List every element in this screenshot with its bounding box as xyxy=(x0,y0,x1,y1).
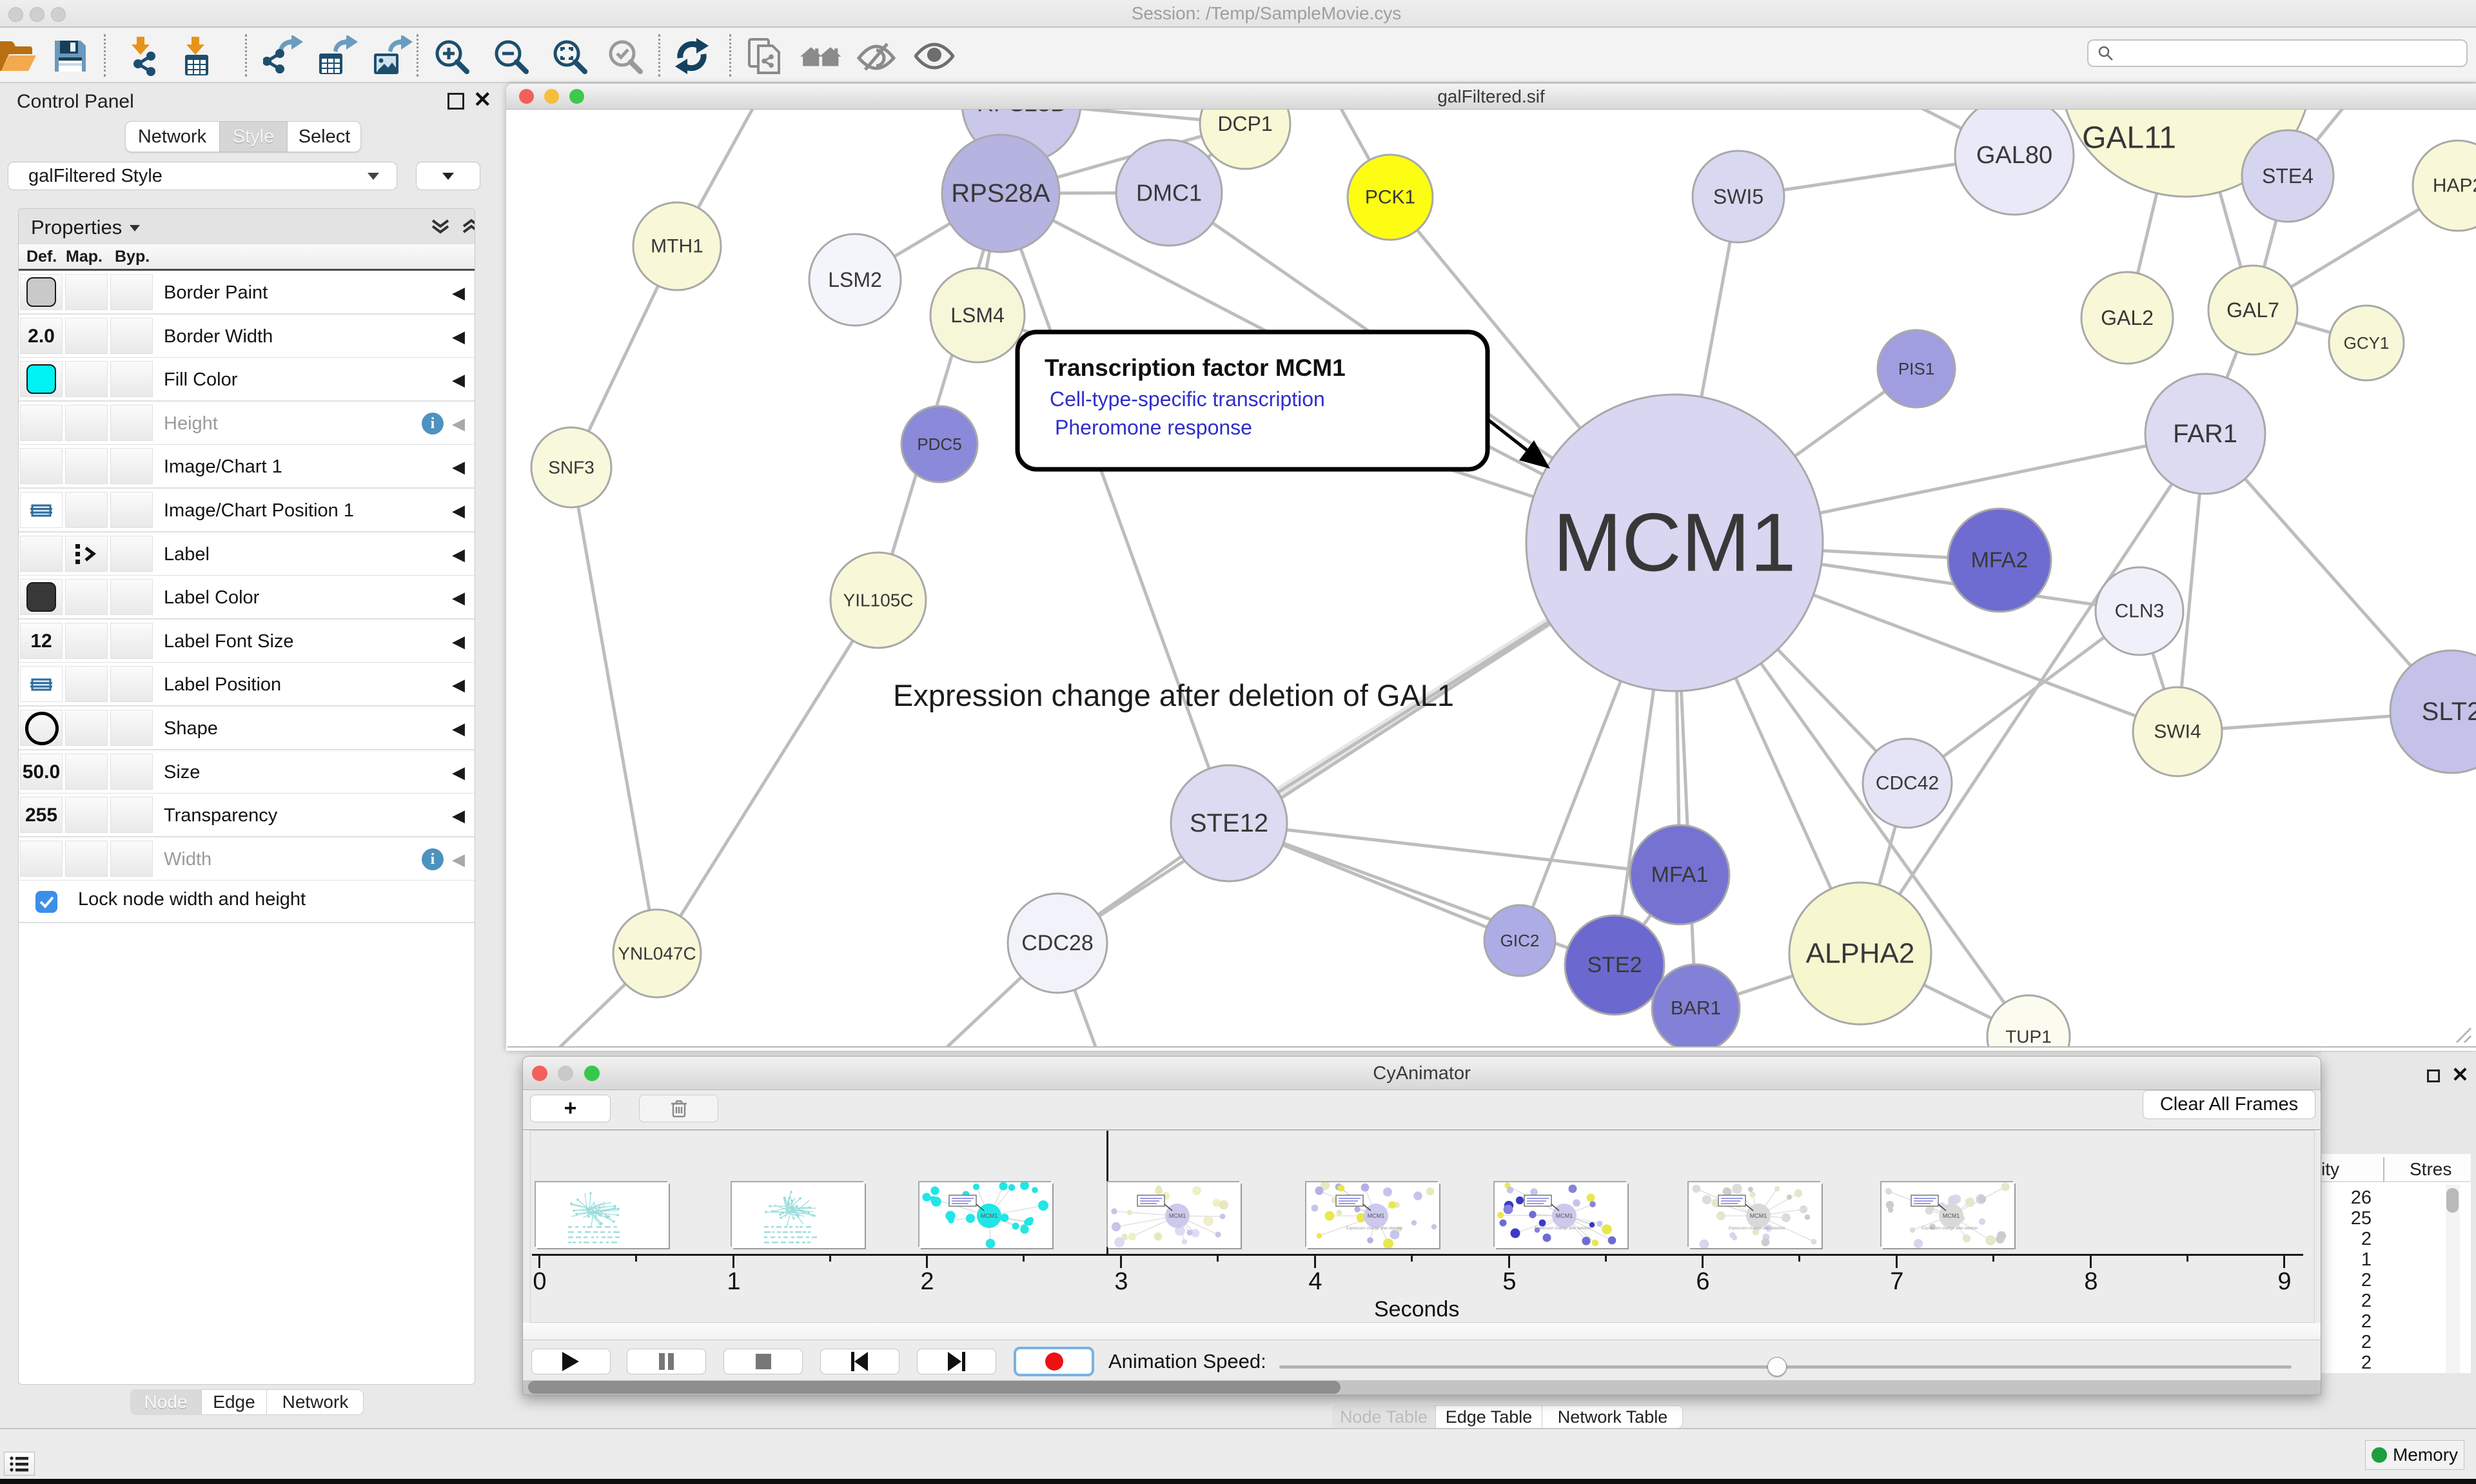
svg-text:GAL11: GAL11 xyxy=(2082,121,2176,155)
svg-text:HAP2: HAP2 xyxy=(2433,175,2476,197)
svg-text:Expression change after deleti: Expression change after deletion xyxy=(1346,1227,1402,1231)
svg-text:Expression change after deleti: Expression change after deletion xyxy=(1729,1227,1785,1231)
svg-text:PIS1: PIS1 xyxy=(1898,359,1934,378)
svg-text:CDC28: CDC28 xyxy=(1021,931,1093,955)
svg-text:RPS28B: RPS28B xyxy=(977,110,1066,117)
svg-text:ALPHA2: ALPHA2 xyxy=(1806,938,1915,970)
svg-text:TUP1: TUP1 xyxy=(2005,1027,2052,1047)
svg-text:STE2: STE2 xyxy=(1587,953,1642,977)
svg-text:MCM1: MCM1 xyxy=(1943,1213,1960,1219)
svg-text:MCM1: MCM1 xyxy=(1169,1213,1186,1219)
svg-text:MCM1: MCM1 xyxy=(981,1213,998,1219)
svg-text:MCM1: MCM1 xyxy=(1750,1213,1767,1219)
svg-text:PCK1: PCK1 xyxy=(1365,187,1415,208)
svg-text:GCY1: GCY1 xyxy=(2344,333,2390,353)
svg-text:SLT2: SLT2 xyxy=(2422,698,2476,726)
svg-text:Transcription factor MCM1: Transcription factor MCM1 xyxy=(1045,355,1346,381)
svg-text:GAL2: GAL2 xyxy=(2101,306,2154,329)
svg-text:Expression change after deleti: Expression change after deletion xyxy=(1535,1227,1591,1231)
svg-text:PDC5: PDC5 xyxy=(917,434,961,454)
svg-text:GIC2: GIC2 xyxy=(1500,931,1540,950)
svg-text:STE12: STE12 xyxy=(1190,809,1268,837)
svg-text:MFA2: MFA2 xyxy=(1971,548,2029,572)
svg-text:MCM1: MCM1 xyxy=(1556,1213,1573,1219)
svg-text:SNF3: SNF3 xyxy=(548,458,594,478)
svg-text:CLN3: CLN3 xyxy=(2115,601,2165,622)
svg-text:YNL047C: YNL047C xyxy=(618,944,696,964)
svg-text:GAL80: GAL80 xyxy=(1976,142,2052,169)
svg-text:DCP1: DCP1 xyxy=(1217,112,1272,135)
svg-text:MCM1: MCM1 xyxy=(1368,1213,1385,1219)
svg-text:STE4: STE4 xyxy=(2262,164,2314,188)
svg-text:RPS28A: RPS28A xyxy=(951,179,1050,208)
svg-text:SWI5: SWI5 xyxy=(1713,185,1764,208)
svg-text:GAL7: GAL7 xyxy=(2226,298,2279,322)
svg-text:LSM4: LSM4 xyxy=(950,304,1005,327)
svg-text:Expression change after deleti: Expression change after deletion xyxy=(1921,1227,1978,1231)
svg-text:MCM1: MCM1 xyxy=(1553,497,1796,589)
svg-text:Cell-type-specific transcripti: Cell-type-specific transcription xyxy=(1050,387,1325,411)
svg-text:LSM2: LSM2 xyxy=(828,268,882,291)
svg-text:DMC1: DMC1 xyxy=(1136,180,1202,206)
svg-text:CDC42: CDC42 xyxy=(1876,773,1939,794)
svg-text:Expression change after deleti: Expression change after deletion of GAL1 xyxy=(893,678,1454,712)
svg-text:FAR1: FAR1 xyxy=(2173,420,2237,448)
svg-text:SWI4: SWI4 xyxy=(2154,721,2201,743)
svg-text:MTH1: MTH1 xyxy=(651,236,703,257)
svg-text:Pheromone response: Pheromone response xyxy=(1055,416,1252,439)
svg-text:BAR1: BAR1 xyxy=(1671,998,1721,1019)
svg-text:MFA1: MFA1 xyxy=(1651,863,1709,887)
svg-text:YIL105C: YIL105C xyxy=(843,591,914,610)
